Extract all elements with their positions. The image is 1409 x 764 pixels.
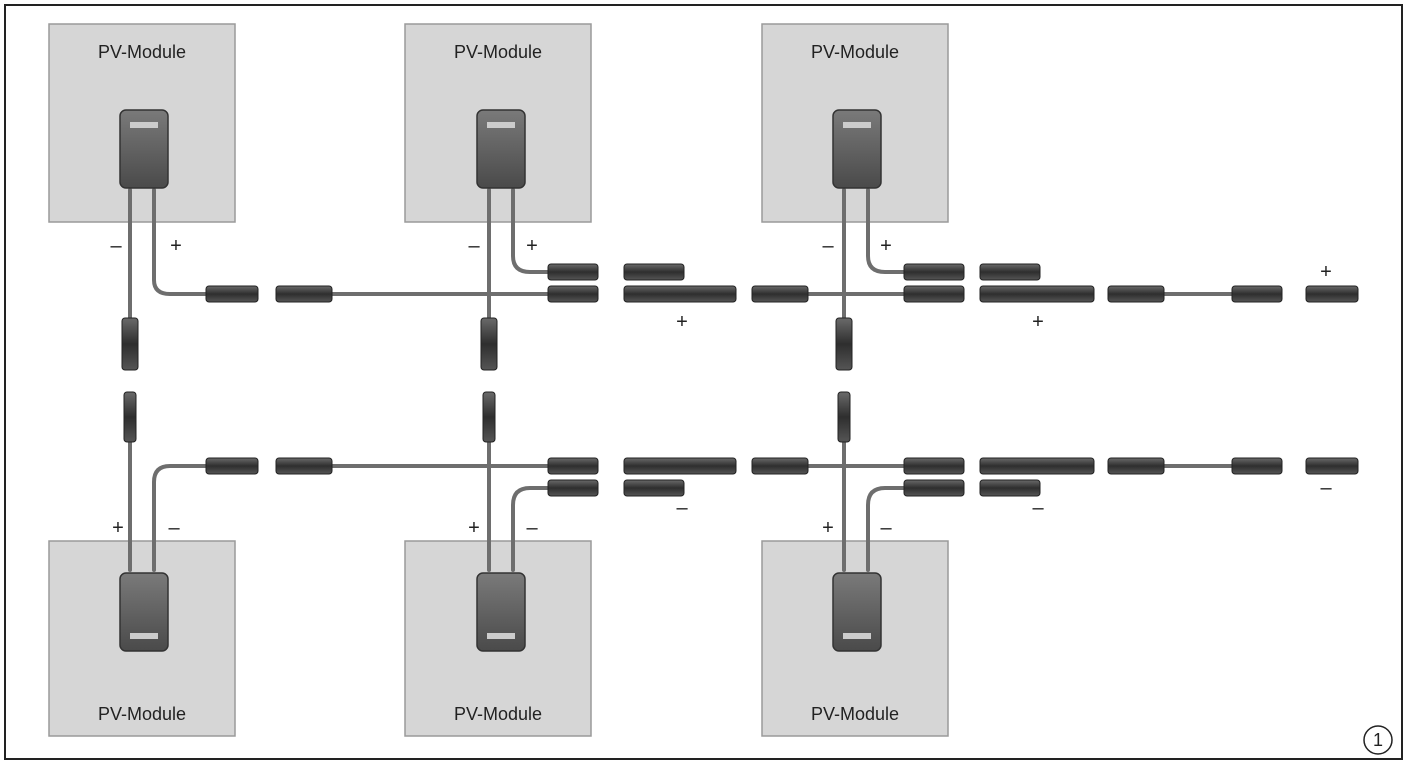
module-bottom-1-pos: +	[112, 517, 124, 539]
module-bottom-3-label: PV-Module	[811, 704, 899, 724]
module-bottom-2-neg: –	[526, 517, 538, 539]
module-top-2-pos: +	[526, 235, 538, 257]
module-top-2-label: PV-Module	[454, 42, 542, 62]
module-top-1: PV-Module	[48, 23, 236, 223]
module-top-1-neg: –	[110, 235, 122, 257]
module-top-2-neg: –	[468, 235, 480, 257]
module-top-1-label: PV-Module	[98, 42, 186, 62]
module-bottom-3-pos: +	[822, 517, 834, 539]
diagram-frame	[4, 4, 1403, 760]
junction-box-bottom-3	[832, 572, 882, 652]
module-top-3-pos: +	[880, 235, 892, 257]
junction-box-top-1	[119, 109, 169, 189]
module-bottom-1-label: PV-Module	[98, 704, 186, 724]
branch-bottom-2-sign: –	[1032, 497, 1044, 519]
cables-bottom	[128, 438, 1237, 572]
polarity-signs: – + – + – + + – + – + – + + – – + –	[110, 235, 1332, 539]
module-top-3-label: PV-Module	[811, 42, 899, 62]
module-bottom-3-neg: –	[880, 517, 892, 539]
module-bottom-2-label: PV-Module	[454, 704, 542, 724]
module-top-3-neg: –	[822, 235, 834, 257]
cables-top	[128, 188, 1237, 322]
module-bottom-2-pos: +	[468, 517, 480, 539]
branch-top-2-sign: +	[1032, 311, 1044, 333]
branch-bottom-1-sign: –	[676, 497, 688, 519]
branch-top-1-sign: +	[676, 311, 688, 333]
connectors-bottom	[205, 457, 1359, 497]
terminal-bottom-sign: –	[1320, 477, 1332, 499]
figure-number: 1	[1363, 725, 1393, 755]
junction-box-bottom-2	[476, 572, 526, 652]
vertical-connectors	[121, 317, 853, 443]
module-top-1-pos: +	[170, 235, 182, 257]
module-bottom-1-neg: –	[168, 517, 180, 539]
junction-box-bottom-1	[119, 572, 169, 652]
junction-box-top-3	[832, 109, 882, 189]
connectors-top	[205, 263, 1359, 303]
junction-box-top-2	[476, 109, 526, 189]
terminal-top-sign: +	[1320, 261, 1332, 283]
figure-number-text: 1	[1373, 730, 1383, 750]
